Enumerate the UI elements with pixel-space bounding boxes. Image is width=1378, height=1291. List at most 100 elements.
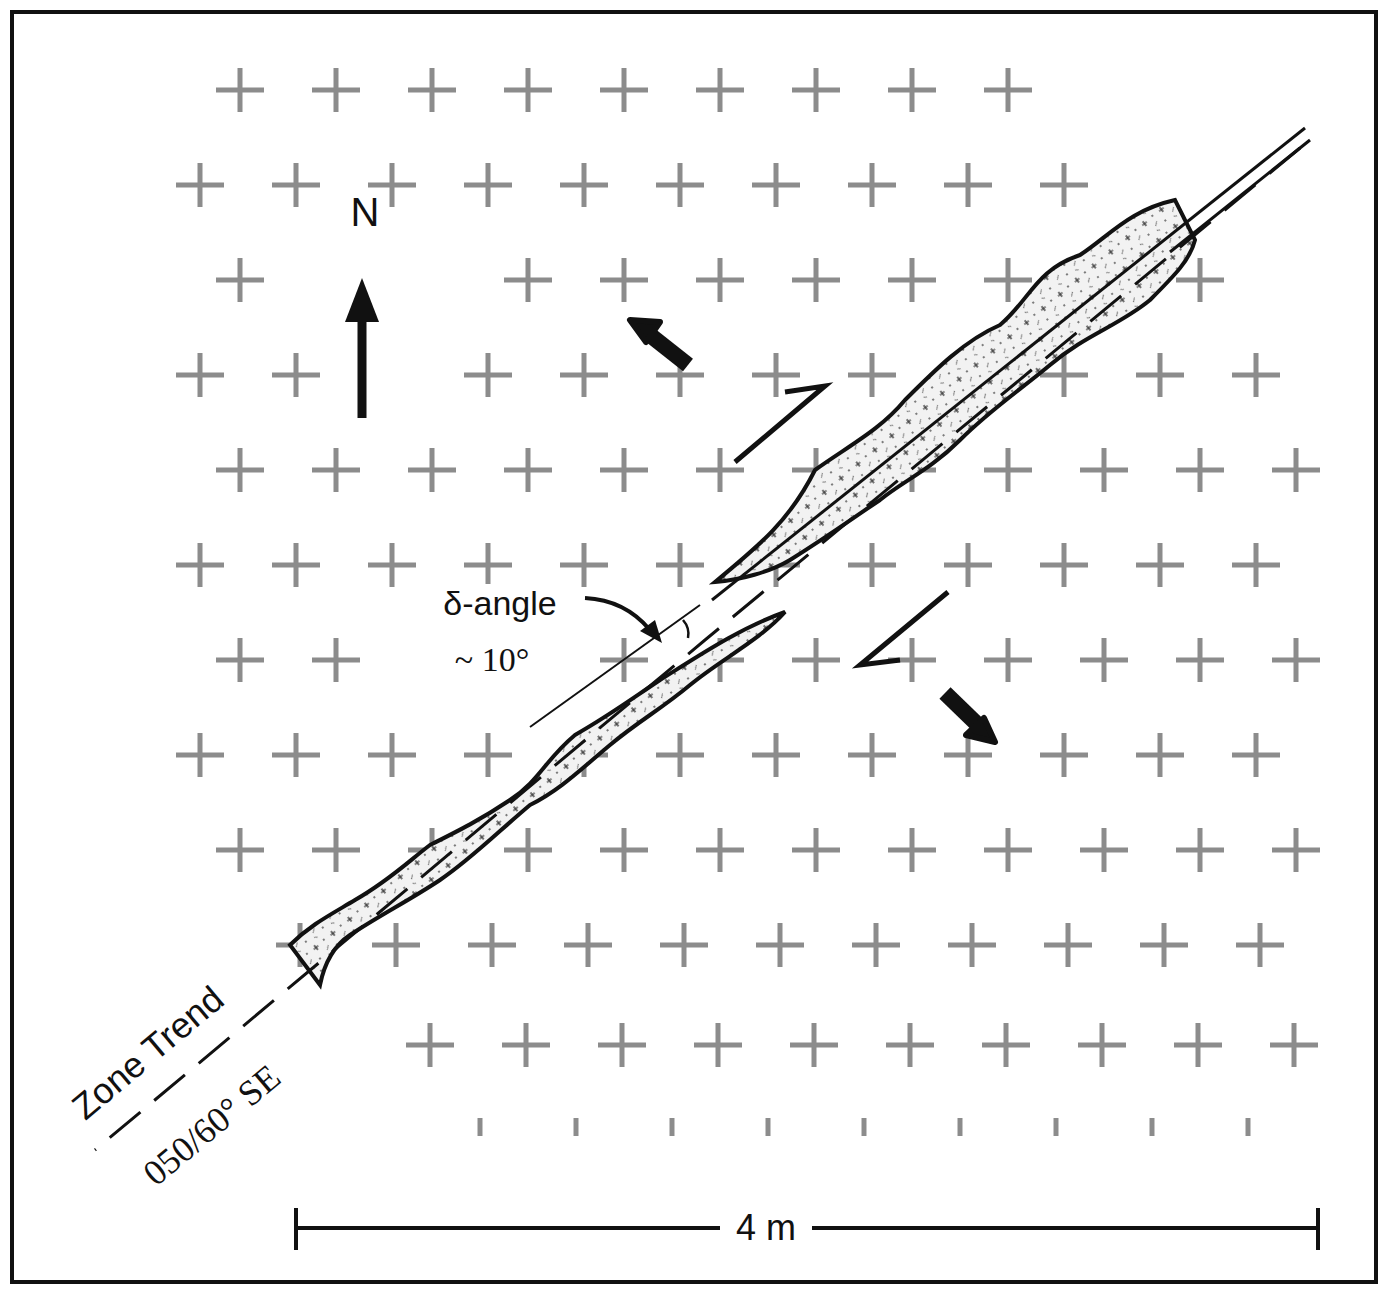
granite-cross <box>1054 1118 1059 1136</box>
granite-cross <box>564 923 612 967</box>
granite-cross <box>1272 828 1320 872</box>
granite-cross <box>670 1118 675 1136</box>
granite-cross <box>464 543 512 587</box>
granite-cross <box>1136 353 1184 397</box>
granite-cross <box>696 68 744 112</box>
granite-cross <box>1272 638 1320 682</box>
granite-cross <box>984 828 1032 872</box>
granite-cross <box>176 543 224 587</box>
granite-cross <box>560 353 608 397</box>
granite-cross <box>478 1118 483 1136</box>
granite-cross <box>656 543 704 587</box>
extension-arrow-head <box>630 320 660 342</box>
granite-cross <box>372 923 420 967</box>
granite-cross <box>598 1023 646 1067</box>
granite-cross <box>312 638 360 682</box>
granite-cross <box>312 828 360 872</box>
granite-cross <box>408 68 456 112</box>
map-label: δ-angle <box>439 584 560 622</box>
granite-cross <box>1044 923 1092 967</box>
granite-cross <box>888 68 936 112</box>
mylonite-lens <box>290 612 785 985</box>
angle-arc <box>683 620 688 638</box>
granite-cross <box>468 923 516 967</box>
granite-cross <box>1270 1023 1318 1067</box>
frame <box>12 12 1376 1282</box>
granite-pattern <box>176 68 1320 1136</box>
granite-cross <box>886 1023 934 1067</box>
granite-cross <box>948 923 996 967</box>
granite-cross <box>1150 1118 1155 1136</box>
granite-cross <box>216 258 264 302</box>
granite-cross <box>888 828 936 872</box>
shear-sense-arrow <box>735 386 825 462</box>
granite-cross <box>984 68 1032 112</box>
granite-cross <box>600 258 648 302</box>
shear-plane <box>712 128 1305 600</box>
granite-cross <box>848 353 896 397</box>
granite-cross <box>1040 163 1088 207</box>
granite-cross <box>464 163 512 207</box>
map-label: N <box>347 190 384 234</box>
granite-cross <box>504 448 552 492</box>
granite-cross <box>216 68 264 112</box>
granite-cross <box>504 68 552 112</box>
extension-arrow-head <box>966 718 995 742</box>
granite-cross <box>848 163 896 207</box>
granite-cross <box>1080 448 1128 492</box>
granite-cross <box>368 543 416 587</box>
granite-cross <box>600 448 648 492</box>
granite-cross <box>848 543 896 587</box>
granite-cross <box>888 258 936 302</box>
granite-cross <box>216 448 264 492</box>
granite-cross <box>1176 828 1224 872</box>
granite-cross <box>696 258 744 302</box>
granite-cross <box>984 448 1032 492</box>
granite-cross <box>312 68 360 112</box>
granite-cross <box>696 448 744 492</box>
leader-arrow-head <box>640 620 662 643</box>
granite-cross <box>958 1118 963 1136</box>
granite-cross <box>1174 1023 1222 1067</box>
granite-cross <box>694 1023 742 1067</box>
mylonite-lens <box>715 200 1195 582</box>
map-label: 4 m <box>732 1208 800 1248</box>
granite-cross <box>272 353 320 397</box>
granite-cross <box>216 638 264 682</box>
granite-cross <box>1136 543 1184 587</box>
granite-cross <box>1140 923 1188 967</box>
granite-cross <box>1232 733 1280 777</box>
granite-cross <box>1272 448 1320 492</box>
granite-cross <box>656 733 704 777</box>
granite-cross <box>216 828 264 872</box>
granite-cross <box>560 163 608 207</box>
granite-cross <box>272 163 320 207</box>
granite-cross <box>656 163 704 207</box>
granite-cross <box>406 1023 454 1067</box>
granite-cross <box>696 828 744 872</box>
granite-cross <box>982 1023 1030 1067</box>
granite-cross <box>272 543 320 587</box>
granite-cross <box>848 733 896 777</box>
granite-cross <box>176 353 224 397</box>
granite-cross <box>1136 733 1184 777</box>
scale-bar <box>296 1208 1318 1250</box>
granite-cross <box>600 68 648 112</box>
leader-arrow <box>585 598 650 630</box>
granite-cross <box>574 1118 579 1136</box>
granite-cross <box>1176 638 1224 682</box>
granite-cross <box>1080 828 1128 872</box>
granite-cross <box>560 543 608 587</box>
granite-cross <box>600 828 648 872</box>
granite-cross <box>1080 638 1128 682</box>
shear-sense-arrow <box>860 592 948 665</box>
granite-cross <box>1040 543 1088 587</box>
granite-cross <box>852 923 900 967</box>
north-arrow-head <box>345 278 379 322</box>
granite-cross <box>368 733 416 777</box>
granite-cross <box>1232 543 1280 587</box>
granite-cross <box>1236 923 1284 967</box>
map-label: ~ 10° <box>451 641 534 679</box>
